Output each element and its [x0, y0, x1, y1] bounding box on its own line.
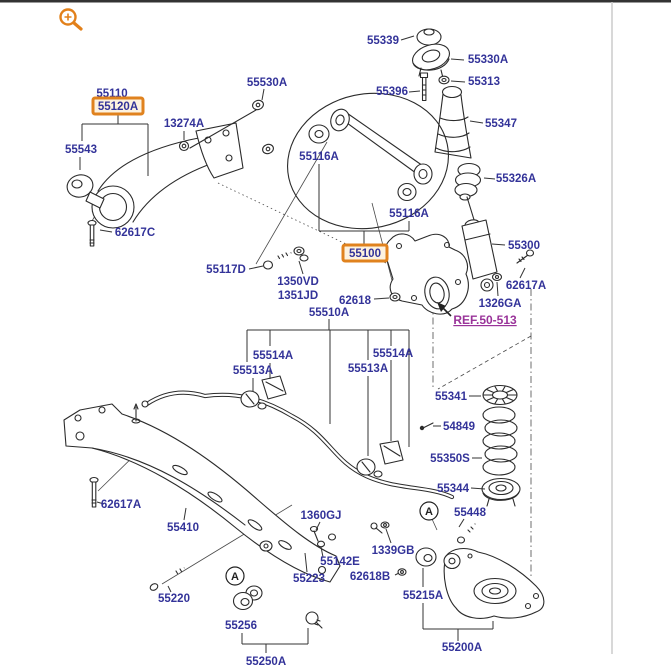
callout-55448[interactable]: 55448: [454, 507, 487, 519]
callout-labels: 55339 55330A 55396 55313 55347 55326A 55…: [65, 35, 546, 668]
callout-1350VD[interactable]: 1350VD: [277, 276, 319, 288]
screw-54849-drawing: [419, 422, 434, 431]
callout-62617A-right[interactable]: 62617A: [506, 280, 546, 292]
stabilizer-link-55530A-drawing: [189, 99, 274, 155]
callout-62618B[interactable]: 62618B: [350, 571, 390, 583]
callout-55215A[interactable]: 55215A: [403, 590, 443, 602]
callout-55514A-right[interactable]: 55514A: [373, 348, 413, 360]
callout-13274A[interactable]: 13274A: [164, 118, 204, 130]
callout-62618[interactable]: 62618: [339, 295, 372, 307]
bushing-55215A-drawing: [415, 547, 437, 567]
callout-55256[interactable]: 55256: [225, 620, 257, 632]
callout-55347[interactable]: 55347: [485, 118, 517, 130]
callout-1326GA[interactable]: 1326GA: [479, 298, 522, 310]
assist-arm-55250A-drawing: [232, 585, 323, 629]
detail-marker-a-left: A: [225, 566, 245, 586]
callout-55117D[interactable]: 55117D: [206, 264, 246, 276]
zoom-in-icon[interactable]: [59, 8, 83, 31]
bolt-55448-drawing: [456, 523, 476, 544]
washer-1350VD-drawing: [293, 246, 309, 262]
nut-62618B-drawing: [397, 568, 407, 576]
rear-knuckle-drawing: [384, 233, 469, 315]
callout-62617A-left[interactable]: 62617A: [101, 499, 141, 511]
callout-62617C[interactable]: 62617C: [115, 227, 155, 239]
callout-55220[interactable]: 55220: [158, 593, 190, 605]
highlighted-callout-55120A[interactable]: 55120A: [91, 96, 145, 116]
insulator-55330A-drawing: [412, 43, 450, 79]
shock-absorber-55300-drawing: [461, 196, 498, 292]
bolt-55220-drawing: [149, 567, 185, 591]
strut-cap-55339-drawing: [416, 28, 442, 46]
callout-55100[interactable]: 55100: [349, 248, 381, 260]
callout-55514A-left[interactable]: 55514A: [253, 350, 293, 362]
bushing-55543-drawing: [66, 174, 105, 209]
callout-55142E[interactable]: 55142E: [320, 556, 360, 568]
callout-55513A-left[interactable]: 55513A: [233, 365, 273, 377]
callout-1339GB[interactable]: 1339GB: [372, 545, 415, 557]
spring-upper-pad-55341-drawing: [482, 384, 518, 406]
detail-marker-a-right-label: A: [425, 506, 433, 518]
bolt-55396-drawing: [419, 72, 429, 102]
callout-55326A[interactable]: 55326A: [496, 173, 536, 185]
callout-55223[interactable]: 55223: [293, 573, 325, 585]
callout-55250A[interactable]: 55250A: [246, 656, 286, 668]
coil-spring-55350S-drawing: [482, 406, 518, 476]
dust-cover-55347-drawing: [434, 85, 472, 159]
callout-ref-50-513[interactable]: REF.50-513: [453, 313, 517, 327]
callout-55530A[interactable]: 55530A: [247, 77, 287, 89]
callout-1351JD[interactable]: 1351JD: [278, 290, 318, 302]
nut-1339GB-drawing: [380, 521, 390, 529]
callout-55330A[interactable]: 55330A: [468, 54, 508, 66]
callout-55350S[interactable]: 55350S: [430, 453, 470, 465]
bolt-55117D-drawing: [262, 252, 292, 270]
ref-arrow: [437, 302, 452, 317]
stabilizer-end-link-drawing: [358, 477, 383, 534]
callout-55116A-upper[interactable]: 55116A: [299, 151, 339, 163]
detail-marker-a-right: A: [419, 501, 439, 521]
callout-55120A[interactable]: 55120A: [98, 101, 138, 113]
bolt-13274A-drawing: [178, 140, 190, 152]
lower-arm-55200A-drawing: [443, 547, 545, 619]
top-border: [0, 0, 671, 3]
callout-55341[interactable]: 55341: [435, 391, 468, 403]
bush-bracket-right-55514A-55513A-drawing: [356, 440, 404, 478]
detail-marker-a-left-label: A: [231, 571, 239, 583]
callout-leader-lines: [79, 35, 526, 593]
callout-55344[interactable]: 55344: [437, 483, 470, 495]
callout-54849[interactable]: 54849: [443, 421, 475, 433]
highlighted-callout-55100[interactable]: 55100: [341, 243, 389, 263]
crossmember-55410-drawing: [63, 403, 341, 583]
stabilizer-bar-55510A-drawing: [141, 390, 455, 500]
bolt-62617A-right-drawing: [516, 249, 535, 264]
trailing-arm-55110-drawing: [91, 122, 244, 229]
callout-bracket-lines: [81, 114, 494, 653]
nut-55313-drawing: [438, 75, 450, 85]
callout-1360GJ[interactable]: 1360GJ: [301, 510, 342, 522]
callout-55410[interactable]: 55410: [167, 522, 199, 534]
callout-55543[interactable]: 55543: [65, 144, 97, 156]
bolt-62617C-drawing: [87, 219, 97, 247]
nut-1326GA-drawing: [491, 272, 503, 282]
callout-55300[interactable]: 55300: [508, 240, 540, 252]
callout-55313[interactable]: 55313: [468, 76, 500, 88]
bolt-62617A-left-drawing: [89, 476, 99, 508]
lateral-arm-assembly-55100-drawing: [287, 92, 449, 230]
callout-55513A-right[interactable]: 55513A: [348, 363, 388, 375]
callout-55339[interactable]: 55339: [367, 35, 399, 47]
nut-62618-drawing: [389, 292, 401, 302]
spring-lower-pad-55344-drawing: [481, 477, 521, 507]
callout-55200A[interactable]: 55200A: [442, 642, 482, 654]
bump-stopper-55326A-drawing: [454, 162, 482, 201]
callout-55116A-lower[interactable]: 55116A: [389, 208, 429, 220]
bush-bracket-left-55514A-55513A-drawing: [240, 375, 287, 410]
callout-55396[interactable]: 55396: [376, 86, 408, 98]
callout-55510A[interactable]: 55510A: [309, 307, 349, 319]
